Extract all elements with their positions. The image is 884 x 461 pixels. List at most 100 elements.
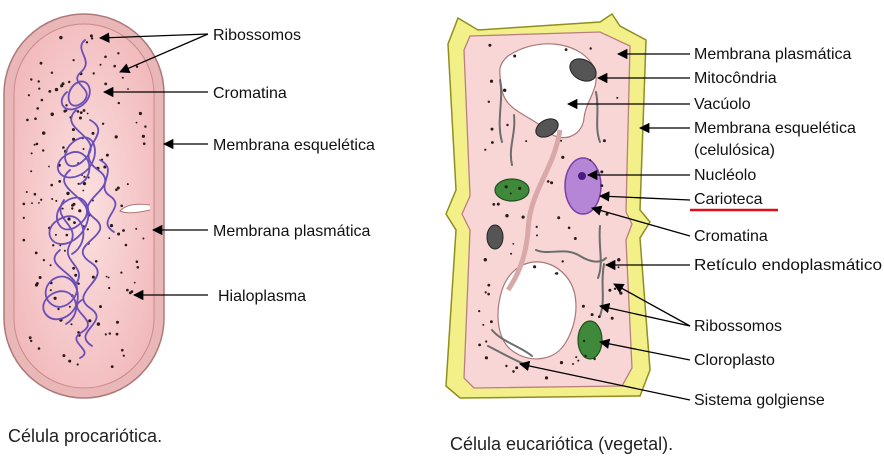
ribosome-dot xyxy=(77,363,79,365)
label-ribossomos-euk: Ribossomos xyxy=(694,318,782,335)
ribosome-dot xyxy=(556,272,559,275)
ribosome-dot xyxy=(129,292,132,295)
ribosome-dot xyxy=(583,340,585,342)
ribosome-dot xyxy=(83,148,85,150)
ribosome-dot xyxy=(99,305,102,308)
ribosome-dot xyxy=(122,229,125,232)
ribosome-dot xyxy=(533,265,536,268)
ribosome-dot xyxy=(550,181,553,184)
label-membrana-esqueletica-euk: Membrana esquelética xyxy=(694,120,856,137)
ribosome-dot xyxy=(104,56,107,59)
ribosome-dot xyxy=(55,200,57,202)
ribosome-dot xyxy=(77,283,79,285)
ribosome-dot xyxy=(478,310,480,312)
ribosome-dot xyxy=(117,233,120,236)
ribosome-dot xyxy=(23,239,26,242)
ribosome-dot xyxy=(108,237,110,239)
ribosome-dot xyxy=(522,216,525,219)
ribosome-dot xyxy=(485,356,488,359)
ribosome-dot xyxy=(545,376,548,379)
ribosome-dot xyxy=(510,253,512,255)
ribosome-dot xyxy=(38,88,40,90)
ribosome-dot xyxy=(34,117,37,120)
ribosome-dot xyxy=(92,276,95,279)
ribosome-dot xyxy=(91,37,93,39)
ribosome-dot xyxy=(111,365,114,368)
ribosome-dot xyxy=(62,354,65,357)
ribosome-dot xyxy=(488,44,491,47)
ribosome-dot xyxy=(54,297,57,300)
caption-prokaryote: Célula procariótica. xyxy=(8,426,162,446)
vacuole-bottom xyxy=(498,262,576,359)
ribosome-dot xyxy=(48,166,50,168)
ribosome-dot xyxy=(106,154,109,157)
ribosome-dot xyxy=(104,83,107,86)
ribosome-dot xyxy=(142,135,145,138)
ribosome-dot xyxy=(36,143,39,146)
ribosome-dot xyxy=(487,293,490,296)
ribosome-dot xyxy=(611,317,614,320)
ribosome-dot xyxy=(108,287,110,289)
ribosome-dot xyxy=(525,140,527,142)
ribosome-dot xyxy=(71,207,73,209)
ribosome-dot xyxy=(68,81,70,83)
ribosome-dot xyxy=(562,260,564,262)
ribosome-dot xyxy=(125,244,128,247)
ribosome-dot xyxy=(23,203,26,206)
nucleolus xyxy=(578,172,586,180)
ribosome-dot xyxy=(67,217,70,220)
ribosome-dot xyxy=(590,47,592,49)
ribosome-dot xyxy=(568,227,571,230)
ribosome-dot xyxy=(110,224,113,227)
ribosome-dot xyxy=(117,52,119,54)
ribosome-dot xyxy=(40,199,42,201)
ribosome-dot xyxy=(115,135,118,138)
ribosome-dot xyxy=(30,340,32,342)
ribosome-dot xyxy=(52,244,54,246)
label-hialoplasma: Hialoplasma xyxy=(218,288,306,305)
ribosome-dot xyxy=(577,360,579,362)
ribosome-dot xyxy=(66,192,69,195)
ribosome-dot xyxy=(574,237,577,240)
ribosome-dot xyxy=(38,202,40,204)
ribosome-dot xyxy=(127,183,129,185)
label-nucleolo: Nucléolo xyxy=(694,167,756,184)
ribosome-dot xyxy=(618,266,620,268)
ribosome-dot xyxy=(510,193,512,195)
ribosome-dot xyxy=(68,360,71,363)
label-mitocondria: Mitocôndria xyxy=(694,70,777,87)
ribosome-dot xyxy=(83,176,85,178)
ribosome-dot xyxy=(100,64,102,66)
ribosome-dot xyxy=(116,321,119,324)
ribosome-dot xyxy=(30,170,32,172)
ribosome-dot xyxy=(560,140,562,142)
ribosome-dot xyxy=(582,305,585,308)
ribosome-dot xyxy=(589,159,591,161)
ribosome-dot xyxy=(64,250,66,252)
ribosome-dot xyxy=(120,272,122,274)
label-carioteca: Carioteca xyxy=(694,191,763,208)
prokaryote-cell xyxy=(4,14,164,398)
label-vacuolo: Vacúolo xyxy=(694,96,751,113)
ribosome-dot xyxy=(113,65,116,68)
ribosome-dot xyxy=(536,226,538,228)
ribosome-dot xyxy=(87,228,89,230)
ribosome-dot xyxy=(478,344,481,347)
ribosome-dot xyxy=(26,119,29,122)
ribosome-dot xyxy=(74,274,77,277)
ribosome-dot xyxy=(55,234,57,236)
ribosome-dot xyxy=(35,252,38,255)
ribosome-dot xyxy=(95,260,98,263)
ribosome-dot xyxy=(77,110,80,113)
label-membrana-esqueletica: Membrana esquelética xyxy=(213,137,375,154)
ribosome-dot xyxy=(55,88,58,91)
ribosome-dot xyxy=(490,320,493,323)
ribosome-dot xyxy=(512,243,514,245)
ribosome-dot xyxy=(136,66,138,68)
ribosome-dot xyxy=(492,203,495,206)
ribosome-dot xyxy=(79,117,82,120)
ribosome-dot xyxy=(51,198,53,200)
ribosome-dot xyxy=(26,191,28,193)
ribosome-dot xyxy=(598,315,601,318)
ribosome-dot xyxy=(565,48,568,51)
